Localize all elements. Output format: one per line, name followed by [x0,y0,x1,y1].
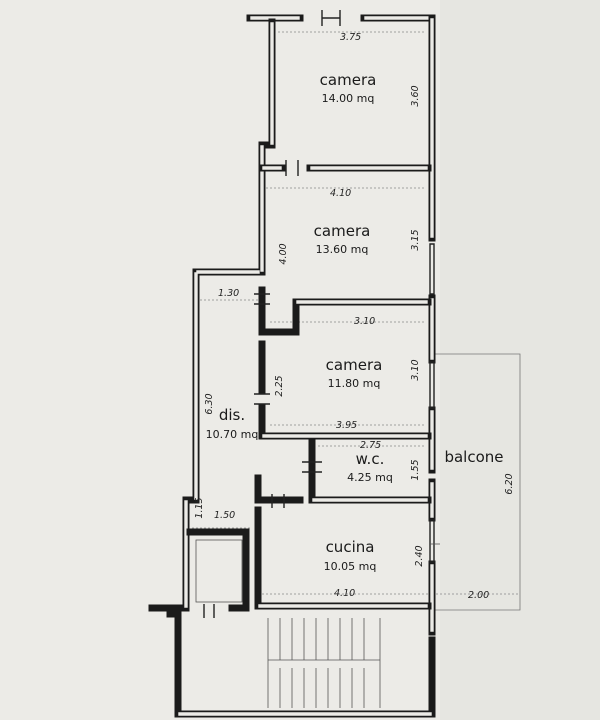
balcony-outline [434,353,521,611]
staircase [195,539,381,708]
cucina-area: 10.05 mq [324,560,377,573]
dimension-labels: 3.75 3.60 4.10 4.00 3.15 1.30 3.10 3.10 … [194,32,515,601]
dim-camera3-depth: 3.10 [410,359,421,380]
dim-balcone-depth: 6.20 [504,473,515,494]
openings [203,10,440,618]
dim-wc-width: 2.75 [360,440,381,451]
interior-walls [186,164,432,612]
camera2-area: 13.60 mq [316,243,369,256]
room-labels: camera 14.00 mq camera 13.60 mq camera 1… [206,71,504,573]
dim-dis-top: 1.30 [218,288,239,299]
camera1-name: camera [320,71,377,89]
dim-camera2-width: 4.10 [330,188,351,199]
dim-cucina-depth: 2.40 [414,545,425,566]
dim-balcone-width: 2.00 [468,590,489,601]
dim-stair-left: 1.15 [194,497,205,518]
dim-cucina-width: 4.10 [334,588,355,599]
dim-camera3-left: 2.25 [274,375,285,396]
dis-area: 10.70 mq [206,428,259,441]
dim-camera1-depth: 3.60 [410,85,421,106]
dim-camera3-width: 3.10 [354,316,375,327]
dim-camera2-depth: 4.00 [278,243,289,264]
dim-camera2-right: 3.15 [410,229,421,250]
dim-dis-height: 6.30 [204,393,215,414]
dimension-lines [192,31,520,595]
wc-area: 4.25 mq [347,471,393,484]
dim-stair-width: 1.50 [214,510,235,521]
balcone-name: balcone [444,448,503,466]
dim-camera1-width: 3.75 [340,32,361,43]
camera1-area: 14.00 mq [322,92,375,105]
dis-name: dis. [219,406,245,424]
camera3-area: 11.80 mq [328,377,381,390]
camera3-name: camera [326,356,383,374]
dim-corridor-width: 3.95 [336,420,357,431]
camera2-name: camera [314,222,371,240]
exterior-walls [148,14,436,718]
cucina-name: cucina [326,538,375,556]
wc-name: w.c. [356,450,385,468]
dim-wc-depth: 1.55 [410,459,421,480]
